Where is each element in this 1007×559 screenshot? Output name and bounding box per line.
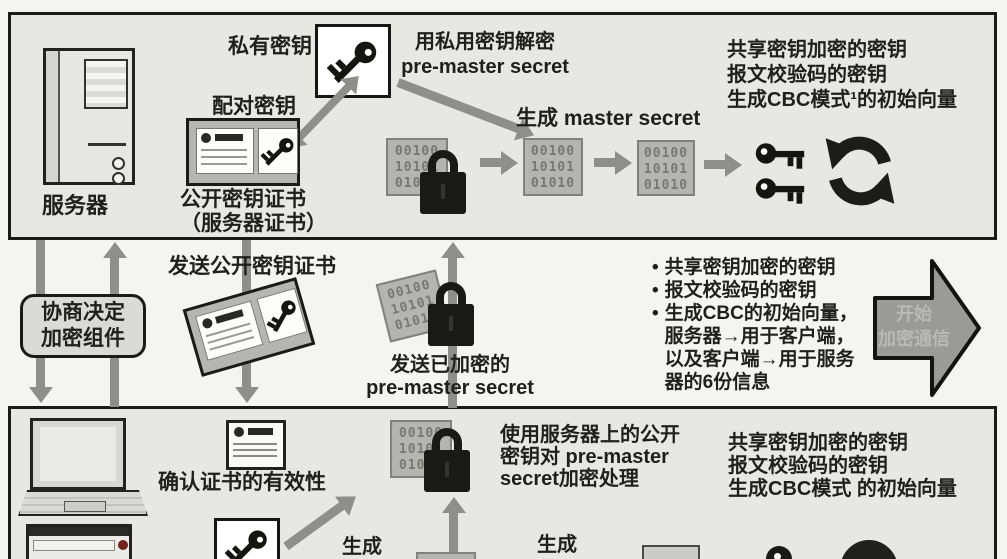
key-pair-icon (748, 142, 814, 204)
server-button (112, 157, 125, 170)
padlock-icon (428, 282, 474, 346)
server-tower-icon (43, 48, 135, 185)
master-secret-label: 生成 master secret (516, 107, 701, 130)
server-result-text: 共享密钥加密的密钥 报文校验码的密钥 生成CBC模式¹的初始向量 (727, 39, 957, 111)
sent-certificate-icon (182, 277, 316, 377)
laptop-base (18, 490, 148, 516)
list-item: • 报文校验码的密钥 (652, 280, 817, 301)
data-block: 00100 10101 01010 (523, 138, 583, 196)
encrypt-pms-text: 使用服务器上的公开 密钥对 pre-master secret加密处理 (500, 424, 680, 490)
start-encryption-label: 开始 加密通信 (878, 304, 950, 349)
send-pms-label: 发送已加密的 pre-master secret (366, 354, 534, 399)
key-icon (326, 41, 377, 83)
list-item: • 生成CBC的初始向量， 服务器→用于客户端， 以及客户端→用于服务 器的6份… (652, 303, 858, 393)
exchange-summary-list: • 共享密钥加密的密钥 • 报文校验码的密钥 • 生成CBC的初始向量， 服务器… (652, 256, 892, 394)
padlock-icon (424, 428, 470, 492)
data-block (642, 545, 700, 559)
server-label: 服务器 (42, 193, 109, 218)
arrow-right-icon (480, 158, 502, 167)
certificate-key-square (258, 128, 298, 174)
key-icon (260, 138, 294, 166)
data-block (416, 552, 476, 559)
negotiate-text: 协商决定 加密组件 (41, 301, 125, 350)
client-panel (8, 406, 997, 559)
key-icon (224, 530, 267, 559)
list-item: • 共享密钥加密的密钥 (652, 257, 836, 278)
laptop-screen (40, 427, 116, 481)
certificate-card (196, 128, 254, 174)
public-key-box (214, 518, 280, 559)
arrow-right-icon (594, 158, 616, 167)
negotiate-box: 协商决定 加密组件 (20, 294, 146, 358)
browser-button-icon (118, 540, 128, 550)
browser-address-bar (33, 540, 115, 551)
certificate-title-bar (215, 134, 243, 141)
client-result-text: 共享密钥加密的密钥 报文校验码的密钥 生成CBC模式 的初始向量 (728, 432, 957, 500)
laptop-touchpad (64, 501, 106, 512)
recycle-arrows-icon (840, 540, 898, 559)
certificate-label: 公开密钥证书 （服务器证书） (180, 188, 327, 235)
arrow-right-icon (704, 160, 726, 169)
private-key-box (315, 24, 391, 98)
server-button (112, 172, 125, 185)
padlock-icon (420, 150, 466, 214)
browser-titlebar (29, 527, 129, 536)
send-cert-label: 发送公开密钥证书 (168, 255, 336, 278)
browser-window-icon (26, 524, 132, 559)
key-icon (766, 546, 792, 559)
key-icon (266, 300, 296, 333)
server-slot (88, 143, 126, 146)
server-certificate-icon (186, 118, 300, 186)
generate-label: 生成 (537, 534, 577, 556)
received-certificate-icon (226, 420, 286, 470)
generate-label: 生成 (342, 536, 382, 558)
verify-cert-label: 确认证书的有效性 (158, 471, 326, 494)
recycle-arrows-icon (825, 136, 895, 206)
server-vent-panel (84, 59, 128, 109)
data-block: 00100 10101 01010 (637, 140, 695, 196)
certificate-seal-icon (201, 133, 211, 143)
paired-key-label: 配对密钥 (212, 95, 296, 118)
server-side-shade (46, 51, 60, 182)
start-encryption-arrow-icon (873, 259, 981, 397)
private-key-label: 私有密钥 (228, 35, 312, 58)
laptop-icon (30, 418, 126, 490)
decrypt-text: 用私用密钥解密 pre-master secret (401, 31, 569, 78)
arrow-up-icon (449, 512, 458, 559)
